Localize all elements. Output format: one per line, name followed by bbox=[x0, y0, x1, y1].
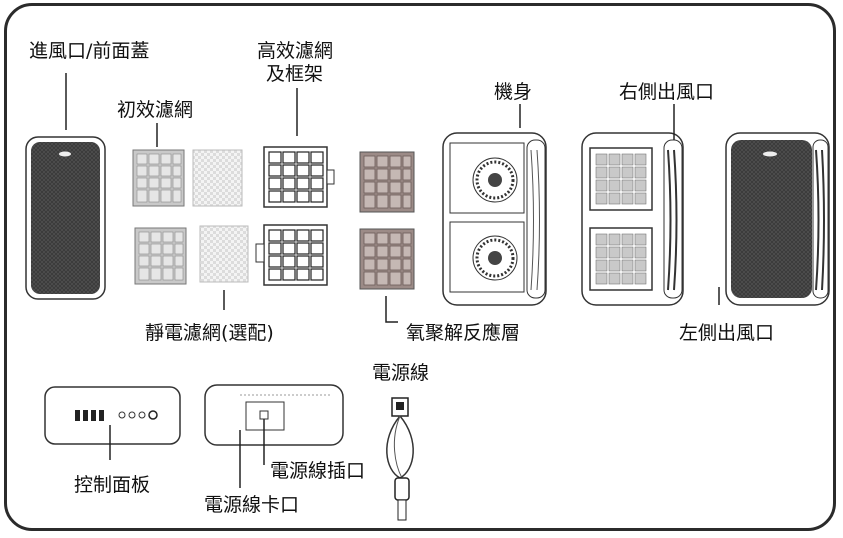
power-cord-drawing bbox=[386, 397, 414, 521]
oxygen-layer bbox=[359, 151, 415, 323]
control-panel-drawing bbox=[44, 386, 181, 460]
label-primary-filter: 初效濾網 bbox=[117, 99, 194, 121]
label-power-socket: 電源線插口 bbox=[270, 460, 366, 482]
label-body: 機身 bbox=[494, 81, 533, 103]
label-left-outlet: 左側出風口 bbox=[679, 322, 775, 344]
label-right-outlet: 右側出風口 bbox=[619, 81, 715, 103]
label-cord-clip: 電源線卡口 bbox=[204, 494, 300, 516]
label-electrostatic-filter: 靜電濾網(選配) bbox=[145, 322, 274, 344]
purifier-right-outlet-view bbox=[581, 104, 684, 306]
hepa-filter bbox=[255, 88, 335, 286]
label-intake-cover: 進風口/前面蓋 bbox=[29, 40, 150, 62]
label-hepa-line2: 及框架 bbox=[266, 63, 324, 85]
label-hepa-line1: 高效濾網 bbox=[257, 40, 334, 62]
label-control-panel: 控制面板 bbox=[74, 474, 151, 496]
primary-filter-bottom bbox=[134, 227, 187, 285]
diagram-frame bbox=[4, 3, 836, 531]
back-panel-drawing bbox=[204, 384, 344, 488]
primary-filter-top bbox=[132, 123, 185, 207]
label-oxygen-layer: 氧聚解反應層 bbox=[406, 322, 521, 344]
electrostatic-filter bbox=[192, 149, 249, 310]
purifier-front-view bbox=[718, 132, 830, 306]
front-cover bbox=[25, 73, 106, 300]
label-power-cord: 電源線 bbox=[372, 362, 430, 384]
purifier-body bbox=[442, 104, 547, 306]
